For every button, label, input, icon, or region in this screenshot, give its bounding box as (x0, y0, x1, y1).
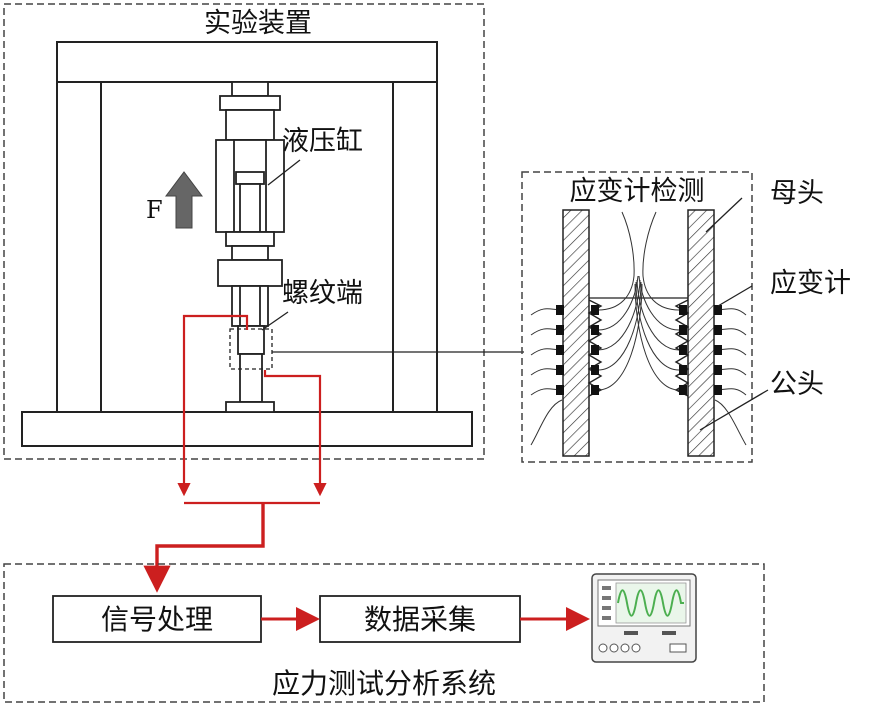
threaded-end-label: 螺纹端 (282, 278, 363, 309)
strain-gauge-marker (679, 325, 687, 335)
female-head-label: 母头 (770, 178, 824, 209)
strain-gauge-label: 应变计 (770, 268, 851, 299)
data-acquisition-label: 数据采集 (364, 603, 476, 636)
experimental-setup-region: 实验装置 液压缸 (3, 3, 524, 460)
strain-gauge-marker (714, 365, 722, 375)
left-thread-teeth (587, 299, 603, 397)
threaded-end-zone (229, 328, 273, 370)
threaded-end-leader (261, 311, 289, 331)
strain-gauge-marker (556, 305, 564, 315)
male-head-label: 公头 (770, 369, 824, 400)
strain-gauges (556, 305, 722, 395)
strain-gauge-marker (556, 325, 564, 335)
setup-title: 实验装置 (204, 8, 312, 39)
system-title: 应力测试分析系统 (272, 667, 496, 700)
strain-detection-detail: 应变计检测 (521, 171, 769, 463)
system-dashed-border (3, 563, 765, 703)
strain-gauge-marker (679, 305, 687, 315)
signal-processing-box (52, 595, 262, 643)
strain-gauge-marker (679, 385, 687, 395)
strain-gauge-marker (714, 345, 722, 355)
male-head-leader (699, 389, 769, 431)
strain-gauge-marker (591, 365, 599, 375)
right-thread-wall (687, 209, 715, 457)
up-arrow-icon (165, 171, 203, 229)
right-signal-wire (263, 370, 327, 497)
strain-gauge-marker (591, 385, 599, 395)
strain-gauge-marker (591, 325, 599, 335)
force-label: F (146, 196, 163, 224)
oscilloscope-monitor-icon (591, 573, 697, 663)
setup-dashed-border (3, 3, 485, 460)
strain-gauge-marker (679, 365, 687, 375)
loading-frame (21, 41, 473, 447)
female-head-leader (705, 197, 743, 233)
right-thread-teeth (674, 299, 690, 397)
strain-gauge-marker (556, 345, 564, 355)
left-signal-wire (177, 314, 249, 497)
hydraulic-cylinder-label: 液压缸 (282, 126, 363, 157)
strain-gauge-marker (679, 345, 687, 355)
signal-processing-label: 信号处理 (101, 603, 213, 636)
strain-gauge-wires (530, 211, 747, 446)
strain-gauge-marker (591, 345, 599, 355)
strain-gauge-marker (556, 385, 564, 395)
signal-wiring (143, 314, 327, 593)
strain-detection-title: 应变计检测 (570, 176, 705, 207)
left-thread-wall (562, 209, 590, 457)
strain-gauge-marker (714, 305, 722, 315)
strain-gauge-leader (717, 285, 753, 307)
hydraulic-leader-line (267, 159, 301, 186)
strain-gauge-marker (714, 325, 722, 335)
strain-gauge-marker (591, 305, 599, 315)
detail-dashed-border (521, 171, 753, 463)
main-signal-line (143, 503, 265, 593)
hydraulic-cylinder (215, 81, 285, 413)
strain-gauge-marker (714, 385, 722, 395)
stress-analysis-system: 信号处理 数据采集 应力测试分析系统 (3, 563, 765, 703)
strain-gauge-marker (556, 365, 564, 375)
